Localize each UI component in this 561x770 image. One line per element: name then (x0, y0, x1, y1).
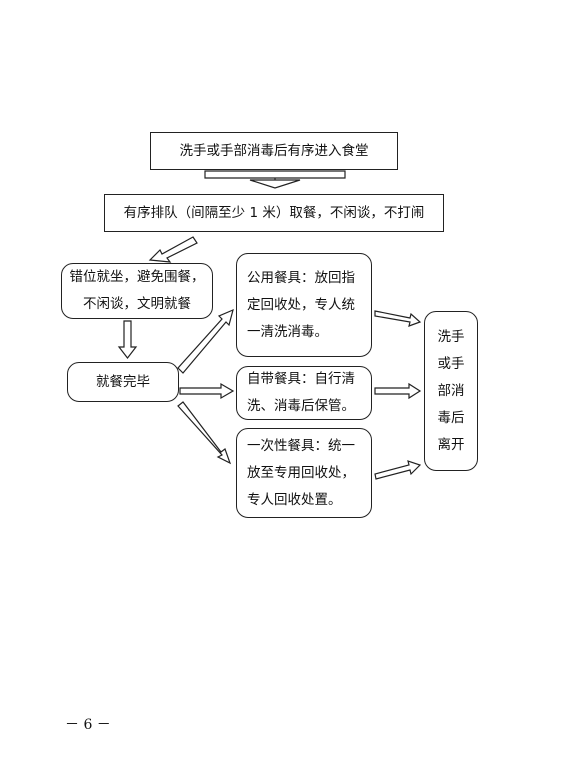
arrow-public-leave (374, 310, 422, 327)
enter-canteen-box: 洗手或手部消毒后有序进入食堂 (150, 132, 398, 170)
public-tableware-line1: 公用餐具：放回指 (247, 269, 355, 286)
arrow-finish-public (177, 308, 234, 374)
disposable-tableware-line2: 放至专用回收处， (247, 464, 355, 481)
public-tableware-line2: 定回收处，专人统 (247, 296, 355, 313)
seating-box: 错位就坐，避免围餐， 不闲谈，文明就餐 (61, 263, 213, 319)
wash-leave-line4: 毒后 (437, 409, 465, 426)
down-arrow-enter-queue (204, 170, 346, 189)
own-tableware-box: 自带餐具：自行清 洗、消毒后保管。 (236, 366, 372, 420)
down-arrow-seat-finish (117, 320, 138, 359)
wash-leave-line3: 部消 (437, 382, 465, 399)
meal-finished-text: 就餐完毕 (96, 373, 150, 390)
wash-leave-line5: 离开 (437, 436, 465, 453)
arrow-finish-disposable (177, 401, 232, 465)
meal-finished-box: 就餐完毕 (67, 362, 179, 402)
arrow-disposable-leave (374, 460, 422, 480)
public-tableware-box: 公用餐具：放回指 定回收处，专人统 一清洗消毒。 (236, 253, 372, 357)
wash-leave-line2: 或手 (437, 355, 465, 372)
queue-text: 有序排队（间隔至少 1 米）取餐，不闲谈，不打闹 (123, 204, 425, 221)
page-number: － 6 － (65, 717, 111, 733)
queue-box: 有序排队（间隔至少 1 米）取餐，不闲谈，不打闹 (104, 194, 444, 232)
disposable-tableware-line3: 专人回收处置。 (247, 491, 342, 508)
arrow-own-leave (374, 382, 422, 400)
seating-text-line2: 不闲谈，文明就餐 (83, 296, 191, 312)
own-tableware-line2: 洗、消毒后保管。 (247, 398, 355, 414)
arrow-finish-own (179, 382, 235, 400)
public-tableware-line3: 一清洗消毒。 (247, 323, 328, 340)
diag-arrow-queue-seat (148, 236, 198, 263)
wash-leave-line1: 洗手 (437, 328, 465, 345)
disposable-tableware-box: 一次性餐具：统一 放至专用回收处， 专人回收处置。 (236, 428, 372, 518)
seating-text-line1: 错位就坐，避免围餐， (69, 269, 205, 285)
disposable-tableware-line1: 一次性餐具：统一 (247, 437, 355, 454)
wash-and-leave-box: 洗手 或手 部消 毒后 离开 (424, 311, 478, 471)
enter-canteen-text: 洗手或手部消毒后有序进入食堂 (179, 142, 369, 159)
own-tableware-line1: 自带餐具：自行清 (247, 371, 355, 387)
